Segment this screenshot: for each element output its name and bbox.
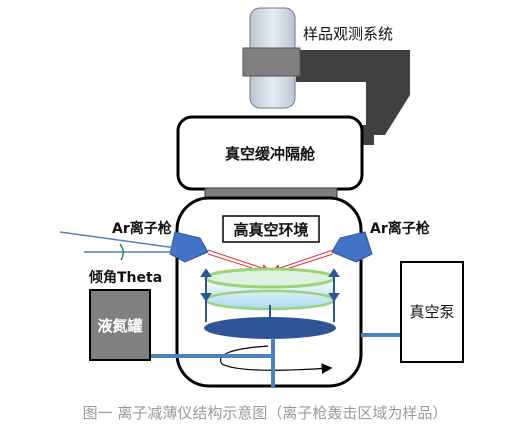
label-ion-gun-left: Ar离子枪 [112,220,172,237]
support-posts [200,268,340,322]
right-ion-gun [331,231,373,263]
ln2-tank [89,289,151,361]
figure-caption: 图一 离子减薄仪结构示意图（离子枪轰击区域为样品） [83,404,448,422]
left-ion-gun [59,231,209,263]
label-vacuum-pump: 真空泵 [409,303,454,321]
base-plate [204,317,336,339]
ln2-pipe [150,338,275,388]
label-sample-observation: 样品观测系统 [303,25,393,43]
observation-column [242,7,301,109]
label-high-vacuum: 高真空环境 [233,221,308,239]
label-liquid-nitrogen: 液氮罐 [97,317,142,335]
label-ion-gun-right: Ar离子枪 [370,220,430,237]
rotation-arrow [219,345,333,374]
label-tilt-angle: 倾角Theta [88,269,162,286]
sample-holder [204,267,336,311]
vacuum-pump-box [400,261,464,363]
high-vacuum-box [222,215,320,243]
label-buffer-chamber: 真空缓冲隔舱 [225,145,316,163]
